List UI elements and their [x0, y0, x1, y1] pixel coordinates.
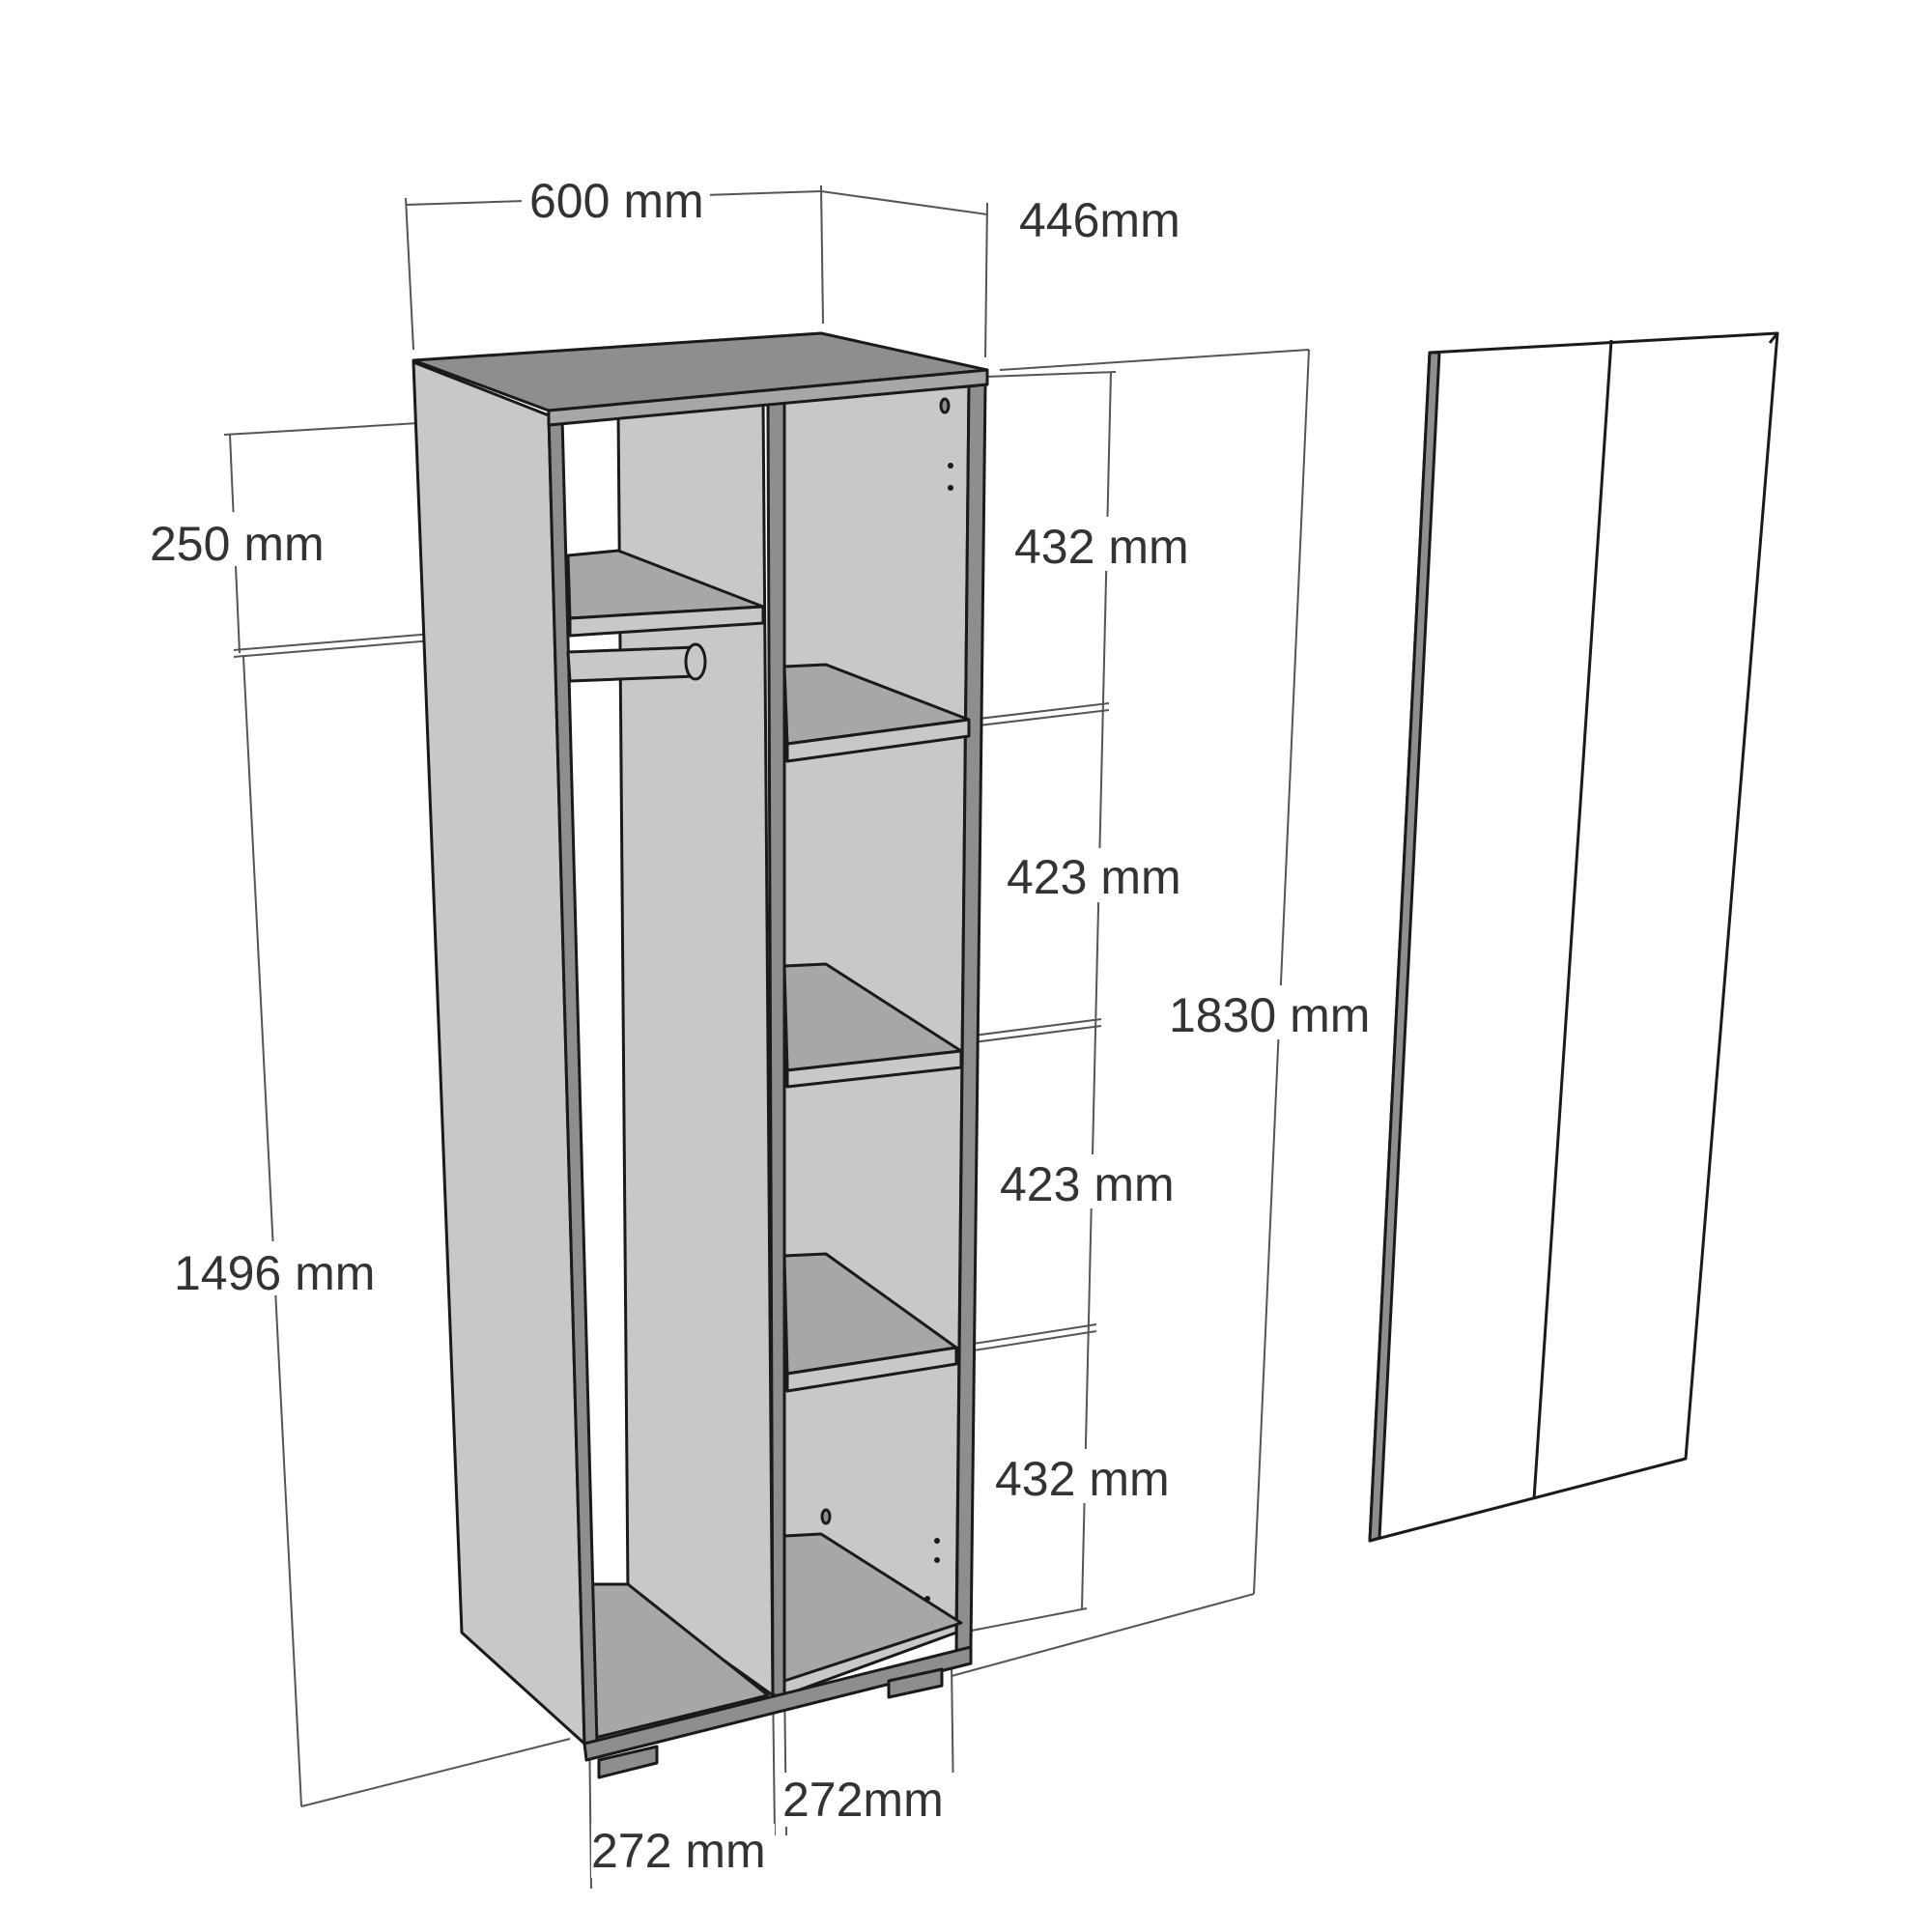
- left-width-label: 272 mm: [591, 1824, 766, 1878]
- shelf-1-label: 432 mm: [1014, 520, 1189, 574]
- shelf-1-front: [785, 718, 971, 763]
- total-height-ext-bottom: [951, 1593, 1255, 1677]
- shelf-ext-1b: [970, 702, 1110, 721]
- total-height-dimension-line: [1253, 349, 1310, 1595]
- depth-label: 446mm: [1019, 193, 1180, 247]
- hanging-rail: [566, 642, 707, 683]
- depth-dimension-line: [820, 190, 988, 215]
- pin-hole: [934, 1538, 940, 1544]
- hanging-dimension-line: [242, 656, 302, 1807]
- pin-hole: [948, 463, 953, 469]
- shelf-2-label: 423 mm: [1007, 850, 1181, 904]
- shelf-ext-2b: [965, 1018, 1102, 1037]
- bottom-panel: [582, 1645, 973, 1762]
- foot-right: [887, 1667, 944, 1699]
- hanging-top-shelf-front: [568, 605, 765, 638]
- shelf-ext-bottom: [951, 1607, 1088, 1635]
- top-panel-front: [547, 368, 989, 427]
- depth-extension-right: [984, 202, 988, 358]
- shelf-ext-1: [970, 709, 1110, 727]
- doors: [1368, 331, 1779, 1543]
- shelf-3-front: [785, 1346, 958, 1393]
- pin-hole: [948, 485, 953, 491]
- total-height-label: 1830 mm: [1169, 988, 1370, 1042]
- right-width-label: 272mm: [782, 1773, 944, 1827]
- hanging-height-label: 1496 mm: [174, 1246, 375, 1300]
- width-extension-left: [405, 197, 414, 351]
- shelf-ext-3b: [960, 1323, 1097, 1347]
- dimension-labels: 600 mm 446mm 250 mm 1496 mm 432 mm 423 m…: [145, 172, 1381, 1878]
- door-right-edge: [1768, 332, 1779, 344]
- shelf-ext-3: [960, 1330, 1097, 1353]
- door-split-line: [1532, 339, 1613, 1500]
- hanging-ext-bottom: [300, 1738, 571, 1807]
- width-extension-mid: [820, 185, 824, 325]
- shelf-2-front: [785, 1049, 963, 1089]
- shelf-3-label: 423 mm: [1000, 1157, 1175, 1211]
- shelf-dimension-line: [1081, 371, 1112, 1609]
- door-edge: [1368, 351, 1441, 1543]
- pin-hole: [924, 1596, 930, 1602]
- shelf-ext-2: [965, 1025, 1102, 1044]
- foot-left: [597, 1745, 659, 1779]
- top-compartment-label: 250 mm: [150, 517, 325, 571]
- dimension-lines: [223, 185, 1310, 1889]
- right-compartment-floor: [782, 1532, 963, 1683]
- width-label: 600 mm: [529, 174, 704, 228]
- hinge-hole-top: [939, 397, 951, 414]
- shelf-4-label: 432 mm: [995, 1452, 1170, 1506]
- wardrobe: [412, 331, 989, 1779]
- total-height-ext-top: [999, 349, 1310, 371]
- shelf-ext-top: [984, 371, 1117, 378]
- hinge-hole-bottom: [820, 1508, 832, 1525]
- pin-hole: [934, 1557, 940, 1563]
